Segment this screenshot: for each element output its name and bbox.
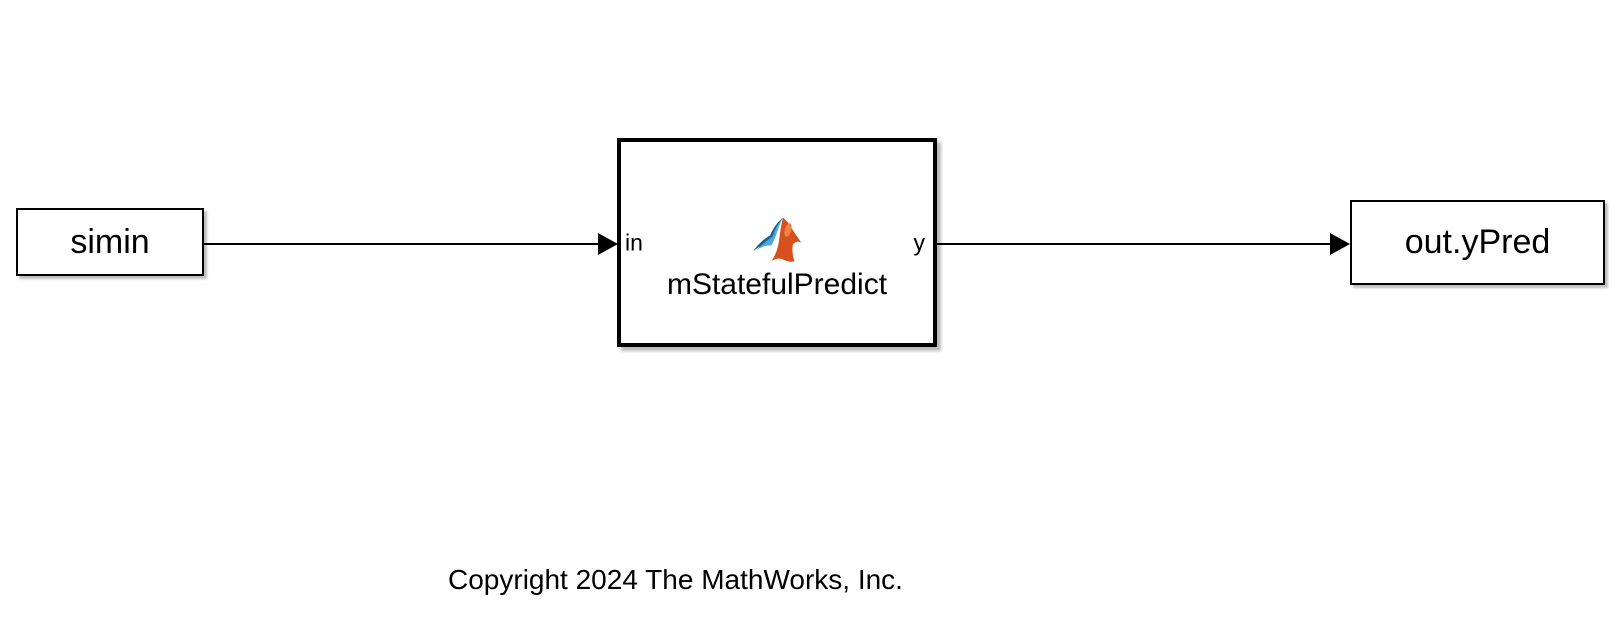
matlab-logo-icon xyxy=(752,216,802,263)
signal-line-simin-to-function[interactable] xyxy=(204,243,598,245)
out-ypred-sink-block[interactable]: out.yPred xyxy=(1350,200,1605,285)
copyright-annotation[interactable]: Copyright 2024 The MathWorks, Inc. xyxy=(448,564,903,595)
logo-blue-face xyxy=(756,217,783,250)
sink-block-label: out.yPred xyxy=(1404,223,1551,261)
input-port-label: in xyxy=(625,229,643,255)
arrow-head-icon xyxy=(1330,233,1350,255)
matlab-function-block[interactable]: in mStatefulPredict y xyxy=(617,138,937,347)
arrow-head-icon xyxy=(598,233,618,255)
simin-source-block[interactable]: simin xyxy=(16,208,204,276)
logo-blue-dark-face xyxy=(753,217,783,252)
output-port-label: y xyxy=(913,229,926,255)
simin-block-label: simin xyxy=(70,222,150,261)
logo-orange-face xyxy=(771,217,802,262)
logo-highlight xyxy=(784,223,792,237)
signal-line-function-to-sink[interactable] xyxy=(937,243,1332,245)
function-block-name: mStatefulPredict xyxy=(666,268,888,301)
